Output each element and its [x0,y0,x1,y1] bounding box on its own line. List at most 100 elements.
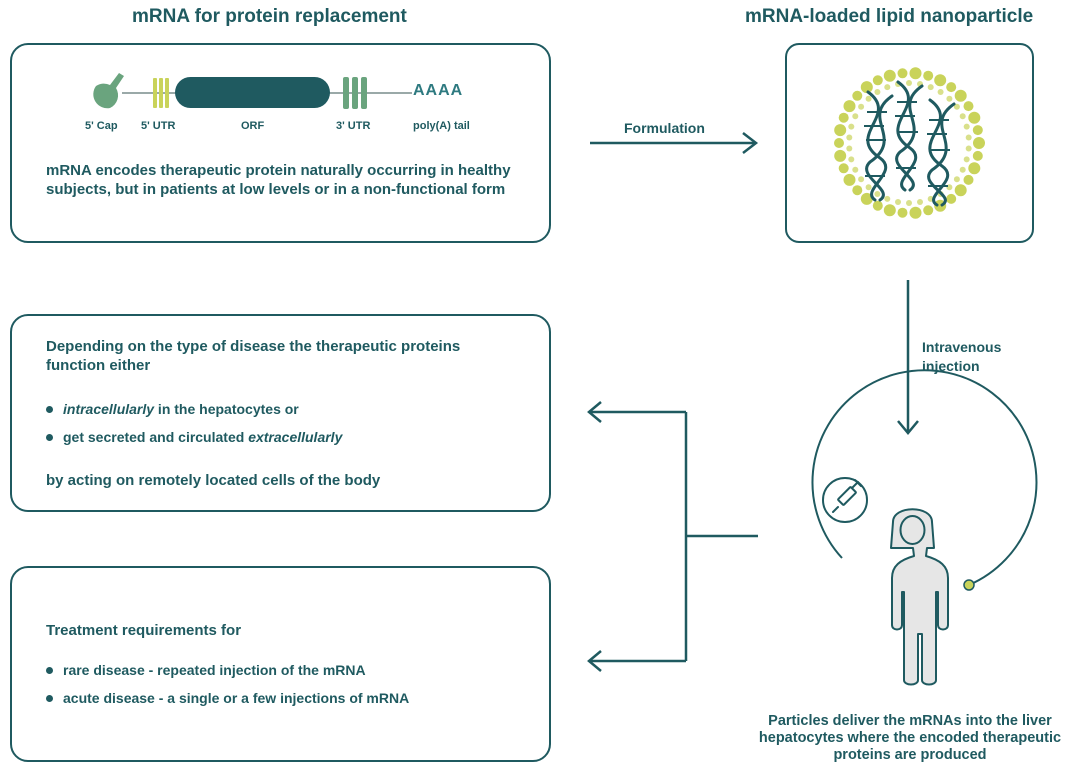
lipid-bead-inner [852,113,859,120]
lipid-bead-inner [937,89,944,95]
lipid-bead-inner [927,84,934,91]
lipid-bead [843,100,856,113]
treatment-bullet-acute: acute disease - a single or a few inject… [46,690,409,706]
lipid-bead [968,111,981,124]
lipid-bead [963,174,974,185]
patient-figure-icon [890,508,949,686]
utr5-label: 5' UTR [141,120,176,132]
function-intro: Depending on the type of disease the the… [46,338,461,374]
lipid-bead [843,173,856,186]
lipid-bead [946,82,957,93]
lipid-bead-inner [953,176,960,183]
lipid-bead [972,125,983,136]
bullet-dot [46,405,53,413]
lipid-bead-inner [959,166,966,173]
lipid-bead [883,204,896,217]
lipid-bead [954,184,967,197]
lipid-bead [968,162,981,175]
delivery-arc [811,369,1038,586]
lipid-bead-inner [895,199,901,205]
lipid-bead [973,137,985,149]
formulation-label: Formulation [624,120,705,136]
syringe-icon [822,477,868,523]
lipid-bead-inner [848,156,855,163]
treatment-bullet-acute-text: acute disease - a single or a few inject… [63,690,410,706]
lipid-bead [834,138,844,148]
utr5-icon [153,78,169,108]
injection-label-line1: Intravenous [922,339,1002,355]
lipid-bead-inner [959,113,966,120]
protein-function-box [10,314,551,512]
outcome-bracket-arrows [587,401,758,672]
lipid-bead [852,185,863,196]
orf-label: ORF [241,120,265,132]
extracellular-term: extracellularly [248,429,343,445]
polya-sequence: AAAA [413,82,464,99]
lipid-bead-inner [946,95,953,102]
lipid-bead [872,200,883,211]
lipid-bead [838,163,849,174]
lipid-bead [923,70,934,81]
lipid-bead-inner [874,89,881,95]
lipid-bead-inner [917,199,923,205]
lipid-bead [860,81,873,94]
function-bullet-intracellular: intracellularly in the hepatocytes or [46,401,299,417]
lipid-bead-inner [846,134,853,141]
lipid-bead-inner [874,191,881,197]
lipid-bead [909,67,922,80]
lipid-bead-inner [852,166,859,173]
lipid-bead [946,193,957,204]
lipid-bead [963,101,974,112]
lipid-bead-inner [865,95,872,102]
lipid-bead [834,124,847,137]
lipid-bead-inner [848,123,855,130]
lipid-bead [909,206,922,219]
lipid-bead-inner [884,195,891,202]
utr3-label: 3' UTR [336,120,371,132]
lipid-bead-inner [865,184,872,191]
intracellular-term: intracellularly [63,401,155,417]
bullet-dot [46,694,53,702]
lipid-bead [972,150,983,161]
lipid-nanoparticle-icon [834,67,985,219]
lipid-bead-inner [963,156,970,163]
lipid-bead-inner [846,145,853,152]
formulation-arrow [590,132,759,154]
cap-icon [93,73,124,109]
mrna-construct-box [10,43,551,243]
injection-arrow [897,280,919,435]
lipid-bead-inner [906,80,912,86]
cap-label: 5' Cap [85,120,118,132]
lipid-bead-inner [858,103,865,110]
lipid-bead-inner [965,134,972,141]
lipid-bead [860,192,873,205]
treatment-bullet-rare: rare disease - repeated injection of the… [46,662,366,678]
function-bullet-extracellular: get secreted and circulated extracellula… [46,429,342,445]
lipid-bead [934,74,947,87]
polya-tail-label: poly(A) tail [413,120,470,132]
mrna-panel-title: mRNA for protein replacement [132,6,407,27]
lipid-bead [852,90,863,101]
lipid-bead-inner [858,176,865,183]
lipid-bead [872,75,883,86]
lipid-bead [897,68,908,79]
bullet2-rest: get secreted and circulated [63,429,249,445]
lipid-bead-inner [963,123,970,130]
utr3-icon [343,77,367,109]
treatment-heading: Treatment requirements for [46,622,242,639]
lipid-bead [883,69,896,82]
lipid-bead [954,89,967,102]
lipid-bead [838,112,849,123]
function-outro: by acting on remotely located cells of t… [46,472,381,489]
lipid-bead [897,207,908,218]
lipid-bead-inner [953,103,960,110]
bullet1-rest: in the hepatocytes or [154,401,299,417]
mrna-description: mRNA encodes therapeutic protein natural… [46,162,511,198]
injection-label-line2: injection [922,358,980,374]
patient-caption: Particles deliver the mRNAs into the liv… [758,713,1062,763]
lnp-panel-title: mRNA-loaded lipid nanoparticle [745,6,1034,27]
treatment-bullet-rare-text: rare disease - repeated injection of the… [63,662,366,678]
lipid-bead-inner [965,145,972,152]
bullet-dot [46,433,53,441]
lipid-bead [923,205,934,216]
